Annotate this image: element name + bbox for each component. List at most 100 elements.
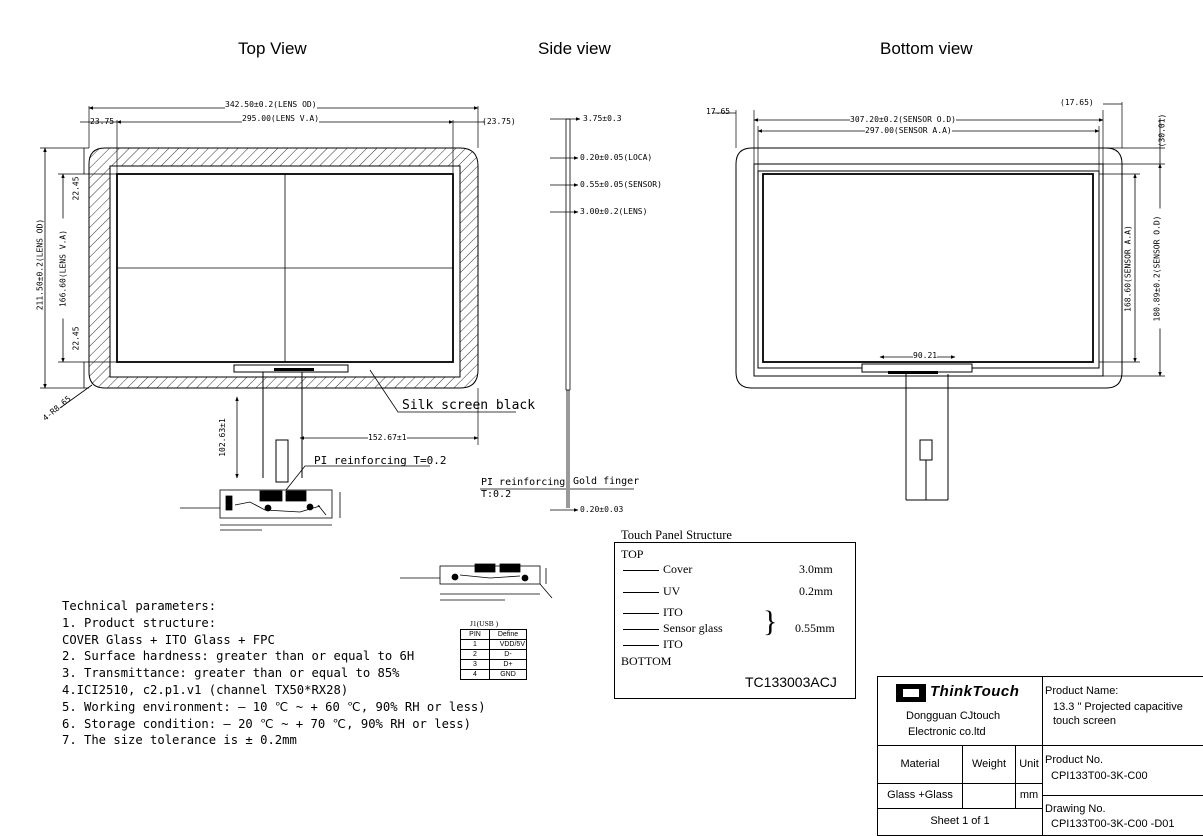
product-no-cell: Product No. CPI133T00-3K-C00 <box>1043 746 1203 796</box>
top-view-title: Top View <box>238 39 307 58</box>
dim-bottom-top-margin: (30.01) <box>1157 113 1167 148</box>
params-line: 1. Product structure: <box>62 615 217 630</box>
params-line: 7. The size tolerance is ± 0.2mm <box>62 733 297 748</box>
layer-value: 3.0mm <box>799 562 833 576</box>
layer-line <box>623 613 659 614</box>
dim-fpc-length: 102.63±1 <box>217 418 227 457</box>
dim-fpc-offset: 152.67±1 <box>368 433 407 442</box>
drawing-no-cell: Drawing No. CPI133T00-3K-C00 -D01 <box>1043 796 1203 835</box>
dim-bond-width: 90.21 <box>913 351 938 360</box>
params-line: 3. Transmittance: greater than or equal … <box>62 666 400 681</box>
layer-value: 0.2mm <box>799 584 833 598</box>
layer-line <box>623 592 659 593</box>
unit-value: mm <box>1016 784 1043 809</box>
logo-mark-icon <box>896 684 926 702</box>
pin-cell: 3 <box>460 659 490 670</box>
product-name-cell: Product Name: 13.3 " Projected capacitiv… <box>1043 677 1203 746</box>
dim-top-margin: 22.45 <box>71 176 81 201</box>
bottom-view-drawing <box>712 102 1165 501</box>
dim-lens-od-width: 342.50±0.2(LENS OD) <box>225 100 317 109</box>
dim-bottom-right-margin: (17.65) <box>1060 98 1094 107</box>
dim-bottom-margin: 22.45 <box>71 326 81 351</box>
company-line-2: Electronic co.ltd <box>908 726 986 738</box>
pin-cell: 4 <box>460 669 490 680</box>
dim-sensor-aa-height: 168.60(SENSOR A.A) <box>1123 218 1133 319</box>
technical-parameters: Technical parameters: 1. Product structu… <box>62 598 486 749</box>
define-cell: D+ <box>489 659 527 670</box>
side-pi-reinforcing: PI reinforcing <box>481 477 566 488</box>
dim-lens-va-width: 295.00(LENS V.A) <box>242 114 320 123</box>
pin-header: PIN <box>460 629 490 640</box>
side-pi-thickness: T:0.2 <box>481 489 512 500</box>
dim-sensor-od-width: 307.20±0.2(SENSOR O.D) <box>850 115 956 124</box>
dim-sensor-aa-width: 297.00(SENSOR A.A) <box>865 126 952 135</box>
define-cell: VDD/5V <box>489 639 527 650</box>
dim-fpc-thickness: 0.20±0.03 <box>580 505 624 514</box>
params-line: 4.ICI2510, c2.p1.v1 (channel TX50*RX28) <box>62 682 349 697</box>
params-line: 2. Surface hardness: greater than or equ… <box>62 649 415 664</box>
layer-name: UV <box>663 584 681 598</box>
material-value: Glass +Glass <box>878 784 963 809</box>
side-view-drawing <box>480 117 634 512</box>
params-line: COVER Glass + ITO Glass + FPC <box>62 632 275 647</box>
logo-text: ThinkTouch <box>930 683 1020 700</box>
dim-left-margin: 23.75 <box>90 117 115 126</box>
dim-lens-od-height: 211.50±0.2(LENS OD) <box>35 214 45 315</box>
dim-right-margin: (23.75) <box>482 117 516 126</box>
define-cell: GND <box>489 669 527 680</box>
fpc-tail <box>275 439 289 483</box>
weight-header: Weight <box>963 746 1016 784</box>
weight-value <box>963 784 1016 809</box>
structure-top: TOP <box>621 547 644 561</box>
connector-side-detail <box>400 563 553 601</box>
layer-value: 0.55mm <box>795 621 835 635</box>
product-name-label: Product Name: <box>1045 685 1119 697</box>
dim-lens: 3.00±0.2(LENS) <box>580 207 648 216</box>
dim-loca: 0.20±0.05(LOCA) <box>580 153 653 162</box>
fpc-connector-detail <box>180 489 341 531</box>
side-view-title: Side view <box>538 39 611 58</box>
title-block: ThinkTouch Dongguan CJtouch Electronic c… <box>877 676 1203 836</box>
drawing-no: CPI133T00-3K-C00 -D01 <box>1051 818 1175 830</box>
product-no-label: Product No. <box>1045 754 1104 766</box>
layer-name: Cover <box>663 562 693 576</box>
dim-bottom-left-margin: 17.65 <box>706 107 731 116</box>
bottom-view-title: Bottom view <box>880 39 973 58</box>
define-cell: D- <box>489 649 527 660</box>
product-name-line-2: touch screen <box>1053 715 1116 727</box>
layer-name: ITO <box>663 637 683 651</box>
product-name-line-1: 13.3 " Projected capacitive <box>1053 701 1183 713</box>
top-view-drawing <box>40 106 516 531</box>
dim-sensor-od-height: 180.89±0.2(SENSOR O.D) <box>1152 208 1162 329</box>
drawing-no-label: Drawing No. <box>1045 803 1106 815</box>
structure-bottom: BOTTOM <box>621 654 672 668</box>
layer-name: ITO <box>663 605 683 619</box>
model-number: TC133003ACJ <box>745 674 837 690</box>
pin-table-title: J1(USB ) <box>470 619 499 628</box>
pin-cell: 2 <box>460 649 490 660</box>
product-no: CPI133T00-3K-C00 <box>1051 770 1148 782</box>
brace-icon: } <box>763 605 778 638</box>
silk-screen-label: Silk screen black <box>402 398 536 413</box>
material-header: Material <box>878 746 963 784</box>
pi-reinforcing-label: PI reinforcing T=0.2 <box>314 454 447 467</box>
unit-header: Unit <box>1016 746 1043 784</box>
sheet-value: Sheet 1 of 1 <box>878 809 1043 835</box>
company-cell: ThinkTouch Dongguan CJtouch Electronic c… <box>878 677 1043 746</box>
dim-total-thickness: 3.75±0.3 <box>583 114 622 123</box>
dim-sensor: 0.55±0.05(SENSOR) <box>580 180 662 189</box>
params-line: 6. Storage condition: – 20 ℃ ~ + 70 ℃, 9… <box>62 716 471 731</box>
structure-box: TOP Cover 3.0mm UV 0.2mm ITO Sensor glas… <box>614 542 856 699</box>
layer-line <box>623 570 659 571</box>
params-heading: Technical parameters: <box>62 599 217 613</box>
layer-name: Sensor glass <box>663 621 723 635</box>
structure-title: Touch Panel Structure <box>621 528 732 542</box>
company-line-1: Dongguan CJtouch <box>906 710 1001 722</box>
layer-line <box>623 629 659 630</box>
gold-finger-label: Gold finger <box>573 476 640 487</box>
dim-lens-va-height: 166.60(LENS V.A) <box>58 218 68 319</box>
pin-cell: 1 <box>460 639 490 650</box>
define-header: Define <box>489 629 527 640</box>
